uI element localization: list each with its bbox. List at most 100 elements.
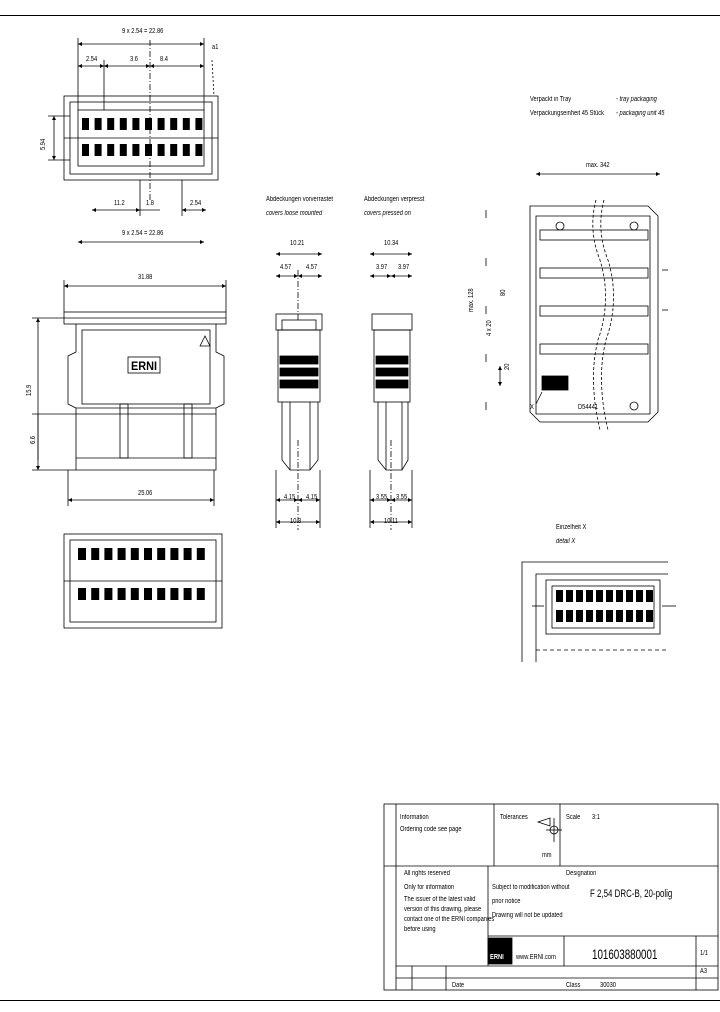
contact-pin <box>94 144 102 156</box>
tb-notice-3: contact one of the ERNI companies <box>404 916 495 923</box>
tray-label-en-2: - packaging unit 45 <box>616 110 665 117</box>
contact-pin <box>556 590 563 602</box>
tray-dim-width: max. 342 <box>586 162 610 169</box>
front-logo: ERNI <box>131 359 157 373</box>
top-dim-f: 2.54 <box>190 200 202 207</box>
tb-info-sub: Ordering code see page <box>400 826 462 833</box>
contact-pin <box>170 588 179 600</box>
contact-row-lower <box>82 144 203 156</box>
contact-pin <box>157 588 166 600</box>
contact-pin <box>556 610 563 622</box>
contact-pin <box>586 590 593 602</box>
detail-label-en: detail X <box>556 538 576 545</box>
cover-pressed-dim-bl: 3.55 <box>376 494 388 501</box>
tb-notice-2: version of this drawing, please <box>404 906 482 913</box>
top-dim-height: 5.94 <box>40 138 47 150</box>
bottom-rule <box>0 1000 720 1001</box>
contact-pin <box>82 118 89 130</box>
contact-pin <box>78 588 86 600</box>
cover-pressed-dim-total: 10.34 <box>384 240 399 247</box>
tb-designation-label: Designation <box>566 870 597 877</box>
contact-pin <box>130 548 139 560</box>
contact-pin <box>195 118 203 130</box>
contact-pin <box>646 610 653 622</box>
contact-pin <box>157 118 165 130</box>
tb-tolerances: Tolerances <box>500 814 528 821</box>
cover-pressed-dim-r: 3.97 <box>398 264 410 271</box>
contact-pin <box>170 144 178 156</box>
tray-dim-height: max. 128 <box>468 288 475 312</box>
cover-loose-dim-br: 4.15 <box>306 494 318 501</box>
top-dim-total-bottom: 9 x 2.54 = 22.86 <box>122 230 164 237</box>
top-dim-a: 2.54 <box>86 56 98 63</box>
cover-loose-label-en: covers loose mounted <box>266 210 323 217</box>
contact-pin <box>616 610 623 622</box>
tb-projection: mm <box>542 852 552 859</box>
contact-pin <box>78 548 86 560</box>
contact-pin <box>596 610 603 622</box>
tray-detail-mark: X <box>530 404 534 411</box>
side-view-covers-pressed <box>369 252 413 530</box>
tb-only-info: Only for information <box>404 884 455 891</box>
contact-pin <box>616 590 623 602</box>
tb-notice-4: before using <box>404 926 436 933</box>
top-dim-a1: a1 <box>212 44 219 51</box>
connector-bottom-view <box>63 533 223 629</box>
tb-scale-value: 3:1 <box>592 814 600 821</box>
contact-pin <box>606 610 613 622</box>
top-dim-b: 3.6 <box>130 56 138 63</box>
contact-pin <box>132 118 140 130</box>
top-rule <box>0 15 720 16</box>
tray-dim-rows-val: 80 <box>500 289 507 296</box>
contact-row-upper <box>82 118 203 130</box>
contact-pin <box>94 118 102 130</box>
cover-loose-dim-total: 10.21 <box>290 240 305 247</box>
tray-label-de-1: Verpackt in Tray <box>530 96 572 103</box>
top-dim-total: 9 x 2.54 = 22.86 <box>122 28 164 35</box>
tray-view <box>485 172 668 431</box>
contact-pin <box>183 588 192 600</box>
connector-front-view <box>32 280 227 506</box>
tb-subject-1: Subject to modification without <box>492 884 570 891</box>
side-view-covers-loose <box>275 252 323 530</box>
contact-pin <box>576 610 583 622</box>
tray-part-marking: D54441 <box>578 404 599 411</box>
contact-pin <box>157 144 165 156</box>
cover-loose-dim-l: 4.57 <box>280 264 292 271</box>
contact-pin <box>157 548 166 560</box>
detail-label-de: Einzelheit X <box>556 524 587 531</box>
tb-part-number: 101603880001 <box>592 946 658 962</box>
contact-pin <box>636 610 643 622</box>
contact-pin <box>107 118 115 130</box>
cover-pressed-label-de: Abdeckungen verpresst <box>364 196 425 203</box>
contact-pin <box>636 590 643 602</box>
contact-pin <box>170 548 179 560</box>
contact-pin <box>91 588 100 600</box>
cover-loose-dim-btotal: 10.3 <box>290 518 302 525</box>
cover-loose-dim-bl: 4.15 <box>284 494 296 501</box>
tb-class-label: Class <box>566 982 581 989</box>
contact-pin <box>566 610 573 622</box>
contact-pin <box>104 548 113 560</box>
tb-notice-1: The issuer of the latest valid <box>404 896 476 903</box>
contact-pin <box>91 548 100 560</box>
contact-pin <box>196 588 205 600</box>
tb-subject-3: Drawing will not be updated <box>492 912 563 919</box>
contact-pin <box>596 590 603 602</box>
tb-date-label: Date <box>452 982 465 989</box>
contact-pin <box>182 118 190 130</box>
contact-pin <box>107 144 115 156</box>
front-dim-width-bottom: 25.06 <box>138 490 153 497</box>
tray-dim-pitch: 20 <box>504 363 511 370</box>
tb-format: A3 <box>700 968 708 975</box>
contact-pin <box>82 144 89 156</box>
tb-info-label: Information <box>400 814 429 821</box>
detail-x-view <box>521 561 676 662</box>
title-block <box>383 803 719 991</box>
top-dim-d: 11.2 <box>114 200 125 207</box>
tb-subject-2: prior notice <box>492 898 521 905</box>
tray-dim-rows: 4 x 20 <box>486 320 493 336</box>
contact-pin <box>170 118 178 130</box>
contact-pin <box>145 144 152 156</box>
